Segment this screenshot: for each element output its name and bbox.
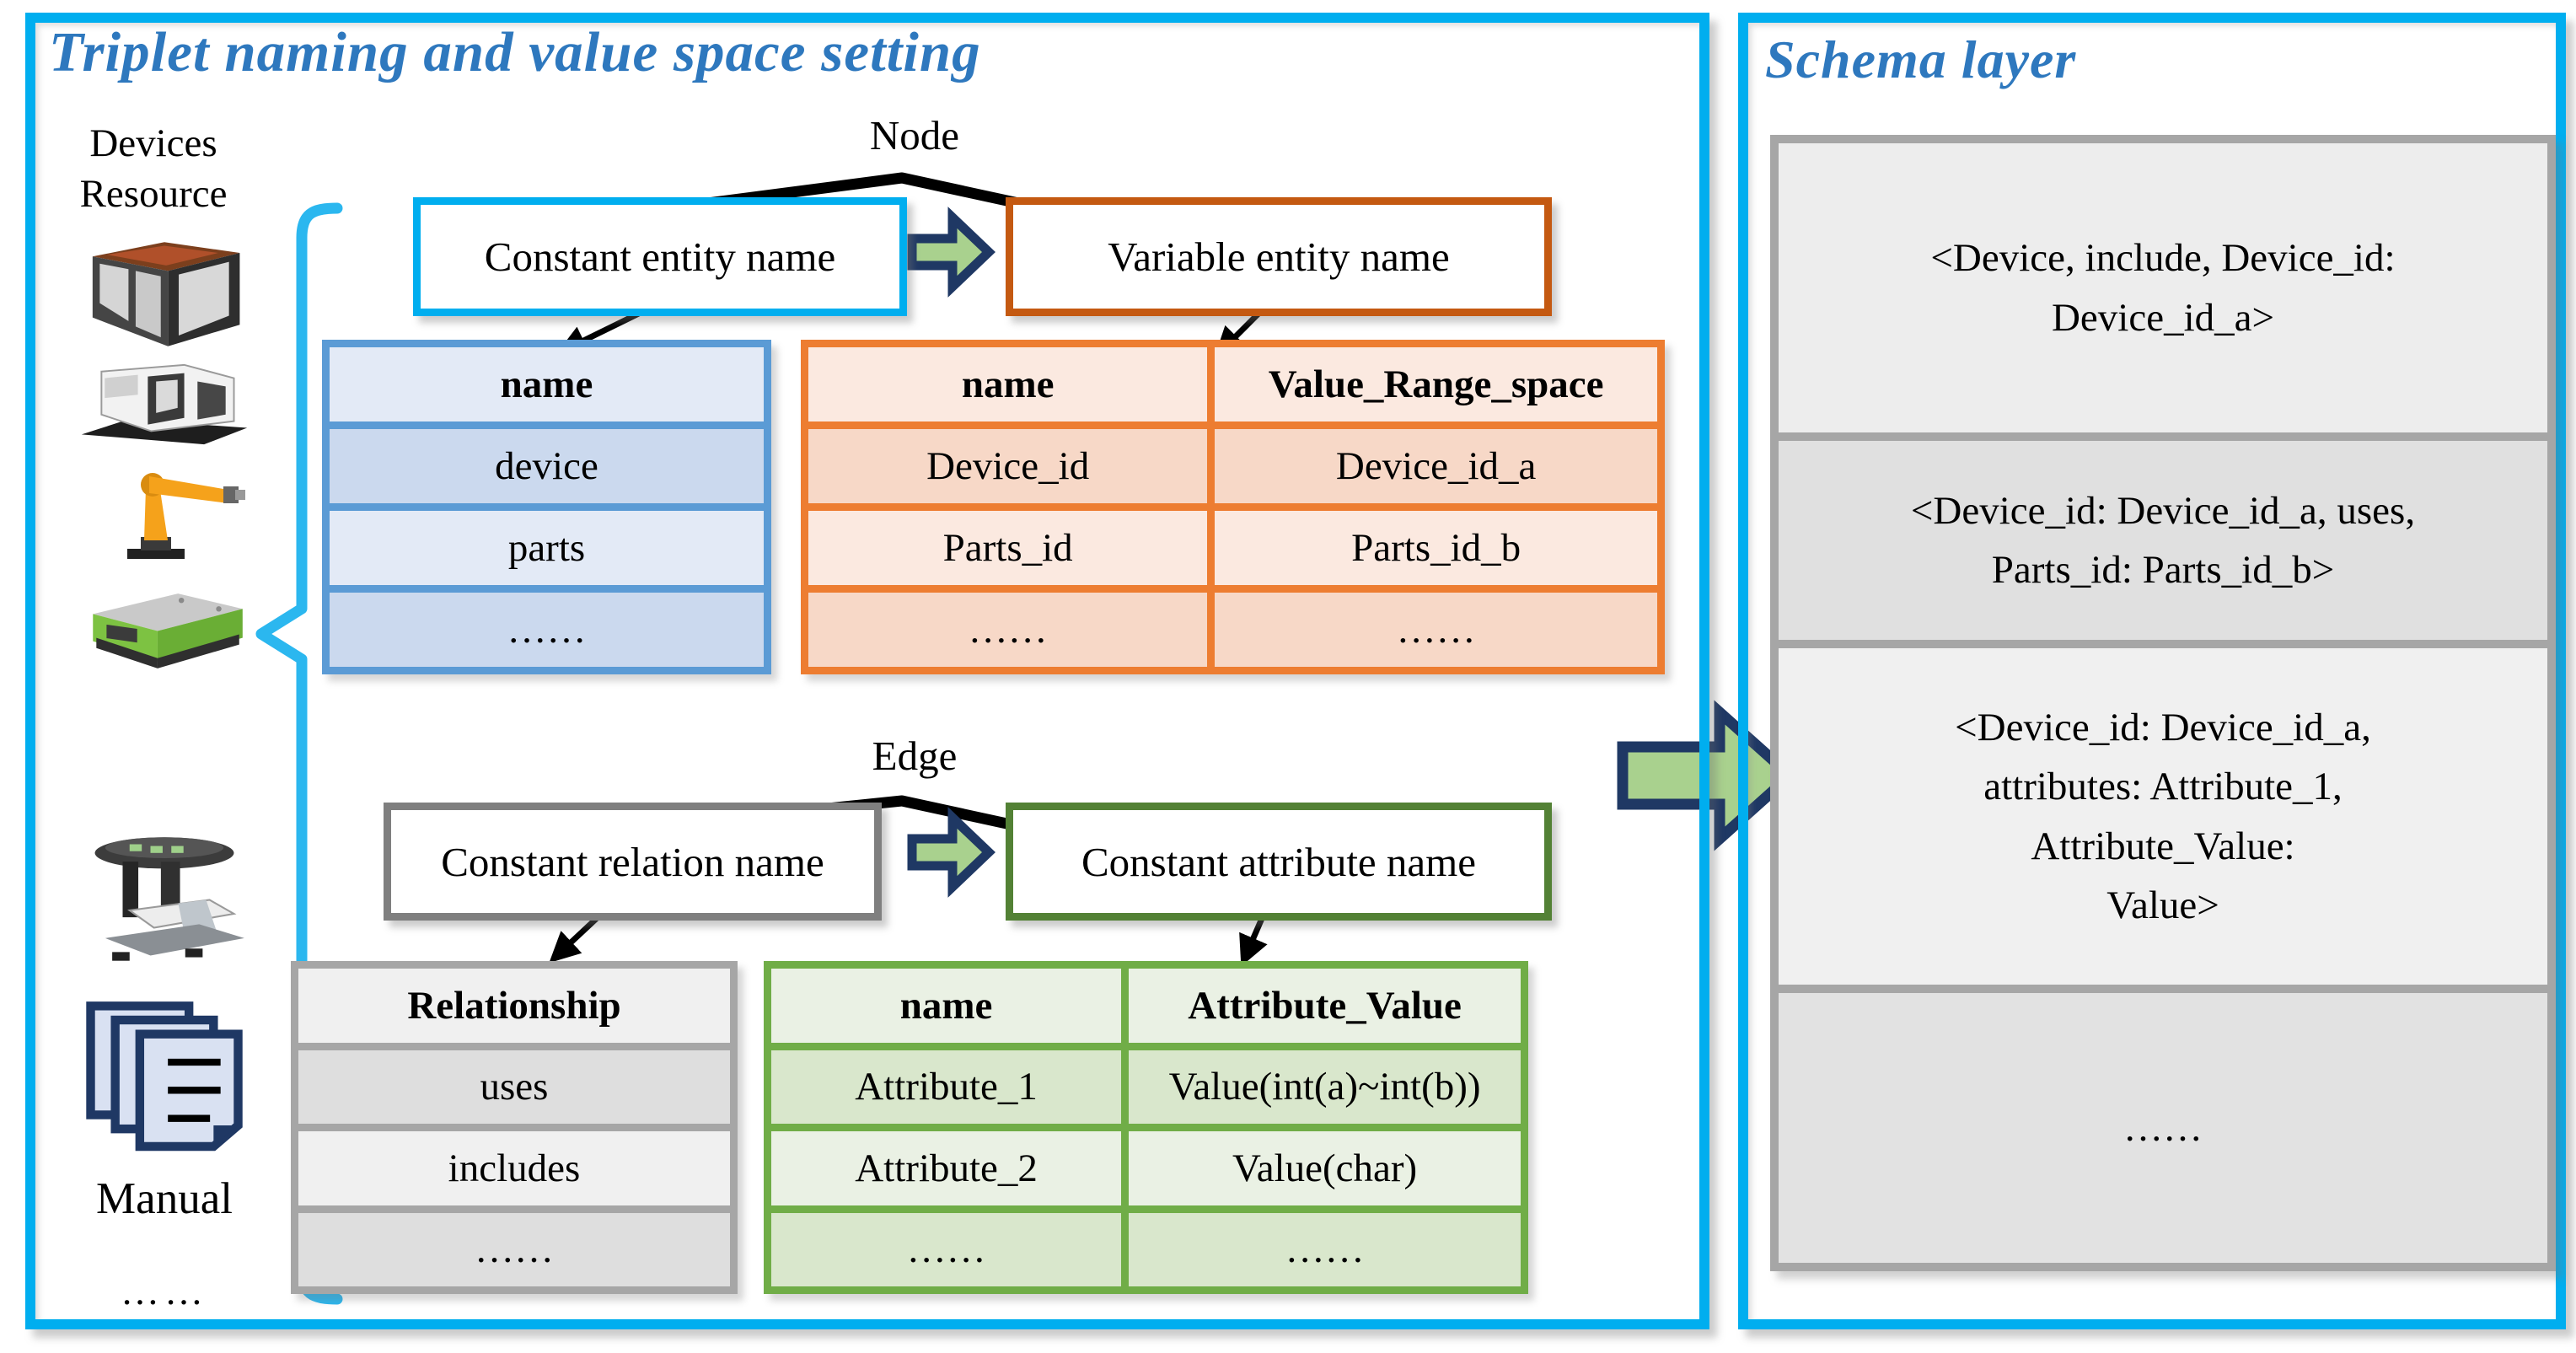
table-cell: …… (906, 1227, 986, 1272)
table-row: Parts_id Parts_id_b (808, 503, 1657, 585)
table-header-cell: Relationship (407, 983, 621, 1028)
table-row: includes (298, 1124, 730, 1205)
table-cell: …… (475, 1227, 554, 1272)
devices-label-line1: Devices (89, 121, 217, 165)
table-cell: parts (507, 526, 586, 570)
table-header-cell: name (899, 983, 993, 1028)
table-row: Device_id Device_id_a (808, 421, 1657, 503)
constant-attribute-name-box: Constant attribute name (1006, 803, 1552, 921)
attribute-value-table: name Attribute_Value Attribute_1 Value(i… (764, 961, 1528, 1294)
cnc-machine-image (74, 358, 255, 451)
schema-panel (1738, 13, 2566, 1329)
schema-triplet-list: <Device, include, Device_id: Device_id_a… (1770, 135, 2556, 1271)
table-row: device (330, 421, 764, 503)
table-row: uses (298, 1042, 730, 1124)
3d-printer-image (74, 239, 255, 350)
indexing-machine-image (74, 830, 255, 969)
schema-triplet-cell: …… (1779, 985, 2547, 1263)
entity-name-table: name device parts …… (322, 340, 771, 674)
manual-documents-icon (74, 999, 255, 1168)
variable-entity-name-box: Variable entity name (1006, 197, 1552, 316)
table-row: Attribute_1 Value(int(a)~int(b)) (771, 1042, 1521, 1124)
table-row: …… (330, 585, 764, 667)
edge-label: Edge (872, 733, 958, 779)
agv-unit-image (74, 580, 255, 679)
value-range-table: name Value_Range_space Device_id Device_… (801, 340, 1665, 674)
table-row: name (330, 347, 764, 421)
devices-label-line2: Resource (79, 172, 228, 217)
table-cell: Value(int(a)~int(b)) (1121, 1050, 1521, 1124)
schema-triplet-cell: <Device_id: Device_id_a, attributes: Att… (1779, 640, 2547, 985)
table-row: Relationship (298, 969, 730, 1043)
table-cell: Value(char) (1121, 1131, 1521, 1205)
table-row: …… …… (771, 1205, 1521, 1286)
left-panel-title: Triplet naming and value space setting (49, 21, 981, 83)
table-cell: …… (968, 608, 1048, 652)
triplet-panel (25, 13, 1709, 1329)
table-header-cell: name (500, 362, 593, 406)
table-header-cell: name (961, 362, 1055, 406)
table-row: name Attribute_Value (771, 969, 1521, 1043)
table-cell: device (495, 444, 598, 488)
table-cell: Attribute_2 (855, 1146, 1038, 1190)
table-header-cell: Attribute_Value (1121, 969, 1521, 1043)
table-header-cell: Value_Range_space (1207, 347, 1657, 421)
table-cell: …… (507, 608, 587, 652)
schema-triplet-cell: <Device_id: Device_id_a, uses, Parts_id:… (1779, 432, 2547, 640)
constant-relation-name-box: Constant relation name (384, 803, 882, 921)
table-cell: Parts_id_b (1207, 511, 1657, 585)
robot-arm-image (74, 458, 255, 562)
table-row: …… (298, 1205, 730, 1286)
constant-entity-name-box: Constant entity name (413, 197, 907, 316)
table-cell: …… (1121, 1212, 1521, 1286)
schema-panel-title: Schema layer (1765, 30, 2077, 89)
schema-triplet-cell: <Device, include, Device_id: Device_id_a… (1779, 143, 2547, 432)
table-cell: Parts_id (942, 526, 1073, 570)
devices-resource-label: Devices Resource (47, 118, 260, 219)
node-label: Node (869, 112, 960, 158)
table-row: name Value_Range_space (808, 347, 1657, 421)
table-cell: Attribute_1 (855, 1065, 1038, 1109)
table-cell: Device_id_a (1207, 429, 1657, 503)
relationship-table: Relationship uses includes …… (291, 961, 738, 1294)
devices-ellipsis: …… (121, 1270, 208, 1313)
table-row: …… …… (808, 585, 1657, 667)
table-row: Attribute_2 Value(char) (771, 1124, 1521, 1205)
table-cell: Device_id (926, 444, 1090, 488)
table-row: parts (330, 503, 764, 585)
table-cell: uses (480, 1065, 549, 1109)
table-cell: includes (448, 1146, 581, 1190)
table-cell: …… (1207, 593, 1657, 667)
manual-label: Manual (96, 1174, 233, 1223)
